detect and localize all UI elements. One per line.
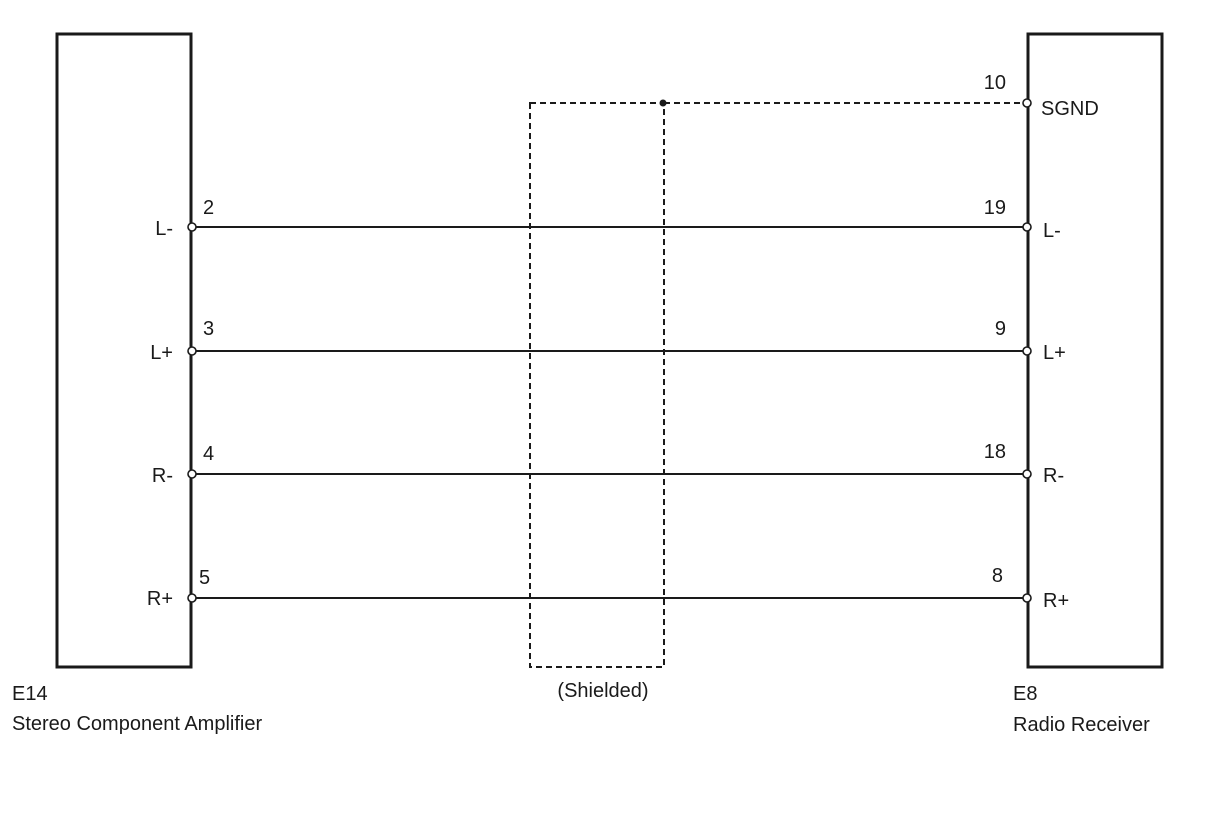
wire-l-minus: L- 2 19 L- [155, 197, 1061, 242]
right-signal-label: R- [1043, 465, 1064, 487]
sgnd-terminal [1022, 98, 1032, 108]
right-component-box [1026, 32, 1164, 669]
right-component-id: E8 [1013, 683, 1037, 705]
shield-outline [529, 102, 665, 668]
right-signal-label: R+ [1043, 590, 1069, 612]
right-signal-label: L- [1043, 220, 1061, 242]
left-signal-label: R- [152, 465, 173, 487]
wire-r-plus: R+ 5 8 R+ [147, 565, 1069, 612]
right-pin-number: 9 [995, 318, 1006, 340]
wire-r-minus: R- 4 18 R- [152, 441, 1064, 487]
left-pin-number: 4 [203, 443, 214, 465]
shield-label: (Shielded) [557, 680, 648, 702]
left-signal-label: L- [155, 218, 173, 240]
right-terminal [1022, 222, 1032, 232]
left-signal-label: R+ [147, 588, 173, 610]
right-pin-number: 18 [984, 441, 1006, 463]
right-signal-label: L+ [1043, 342, 1066, 364]
left-pin-number: 2 [203, 197, 214, 219]
left-terminal [187, 469, 197, 479]
sgnd-signal-label: SGND [1041, 98, 1099, 120]
left-terminal [187, 222, 197, 232]
right-pin-number: 8 [992, 565, 1003, 587]
left-component-id: E14 [12, 683, 48, 705]
left-component-box [55, 32, 193, 669]
left-pin-number: 3 [203, 318, 214, 340]
wire-l-plus: L+ 3 9 L+ [150, 318, 1066, 364]
right-pin-number: 19 [984, 197, 1006, 219]
left-terminal [187, 346, 197, 356]
left-component-name: Stereo Component Amplifier [12, 713, 262, 735]
left-terminal [187, 593, 197, 603]
shield: 10 SGND (Shielded) [529, 72, 1099, 702]
right-terminal [1022, 593, 1032, 603]
sgnd-pin-number: 10 [984, 72, 1006, 94]
right-component-name: Radio Receiver [1013, 714, 1150, 736]
left-signal-label: L+ [150, 342, 173, 364]
left-pin-number: 5 [199, 567, 210, 589]
shield-junction-dot [659, 99, 667, 107]
right-terminal [1022, 346, 1032, 356]
right-terminal [1022, 469, 1032, 479]
